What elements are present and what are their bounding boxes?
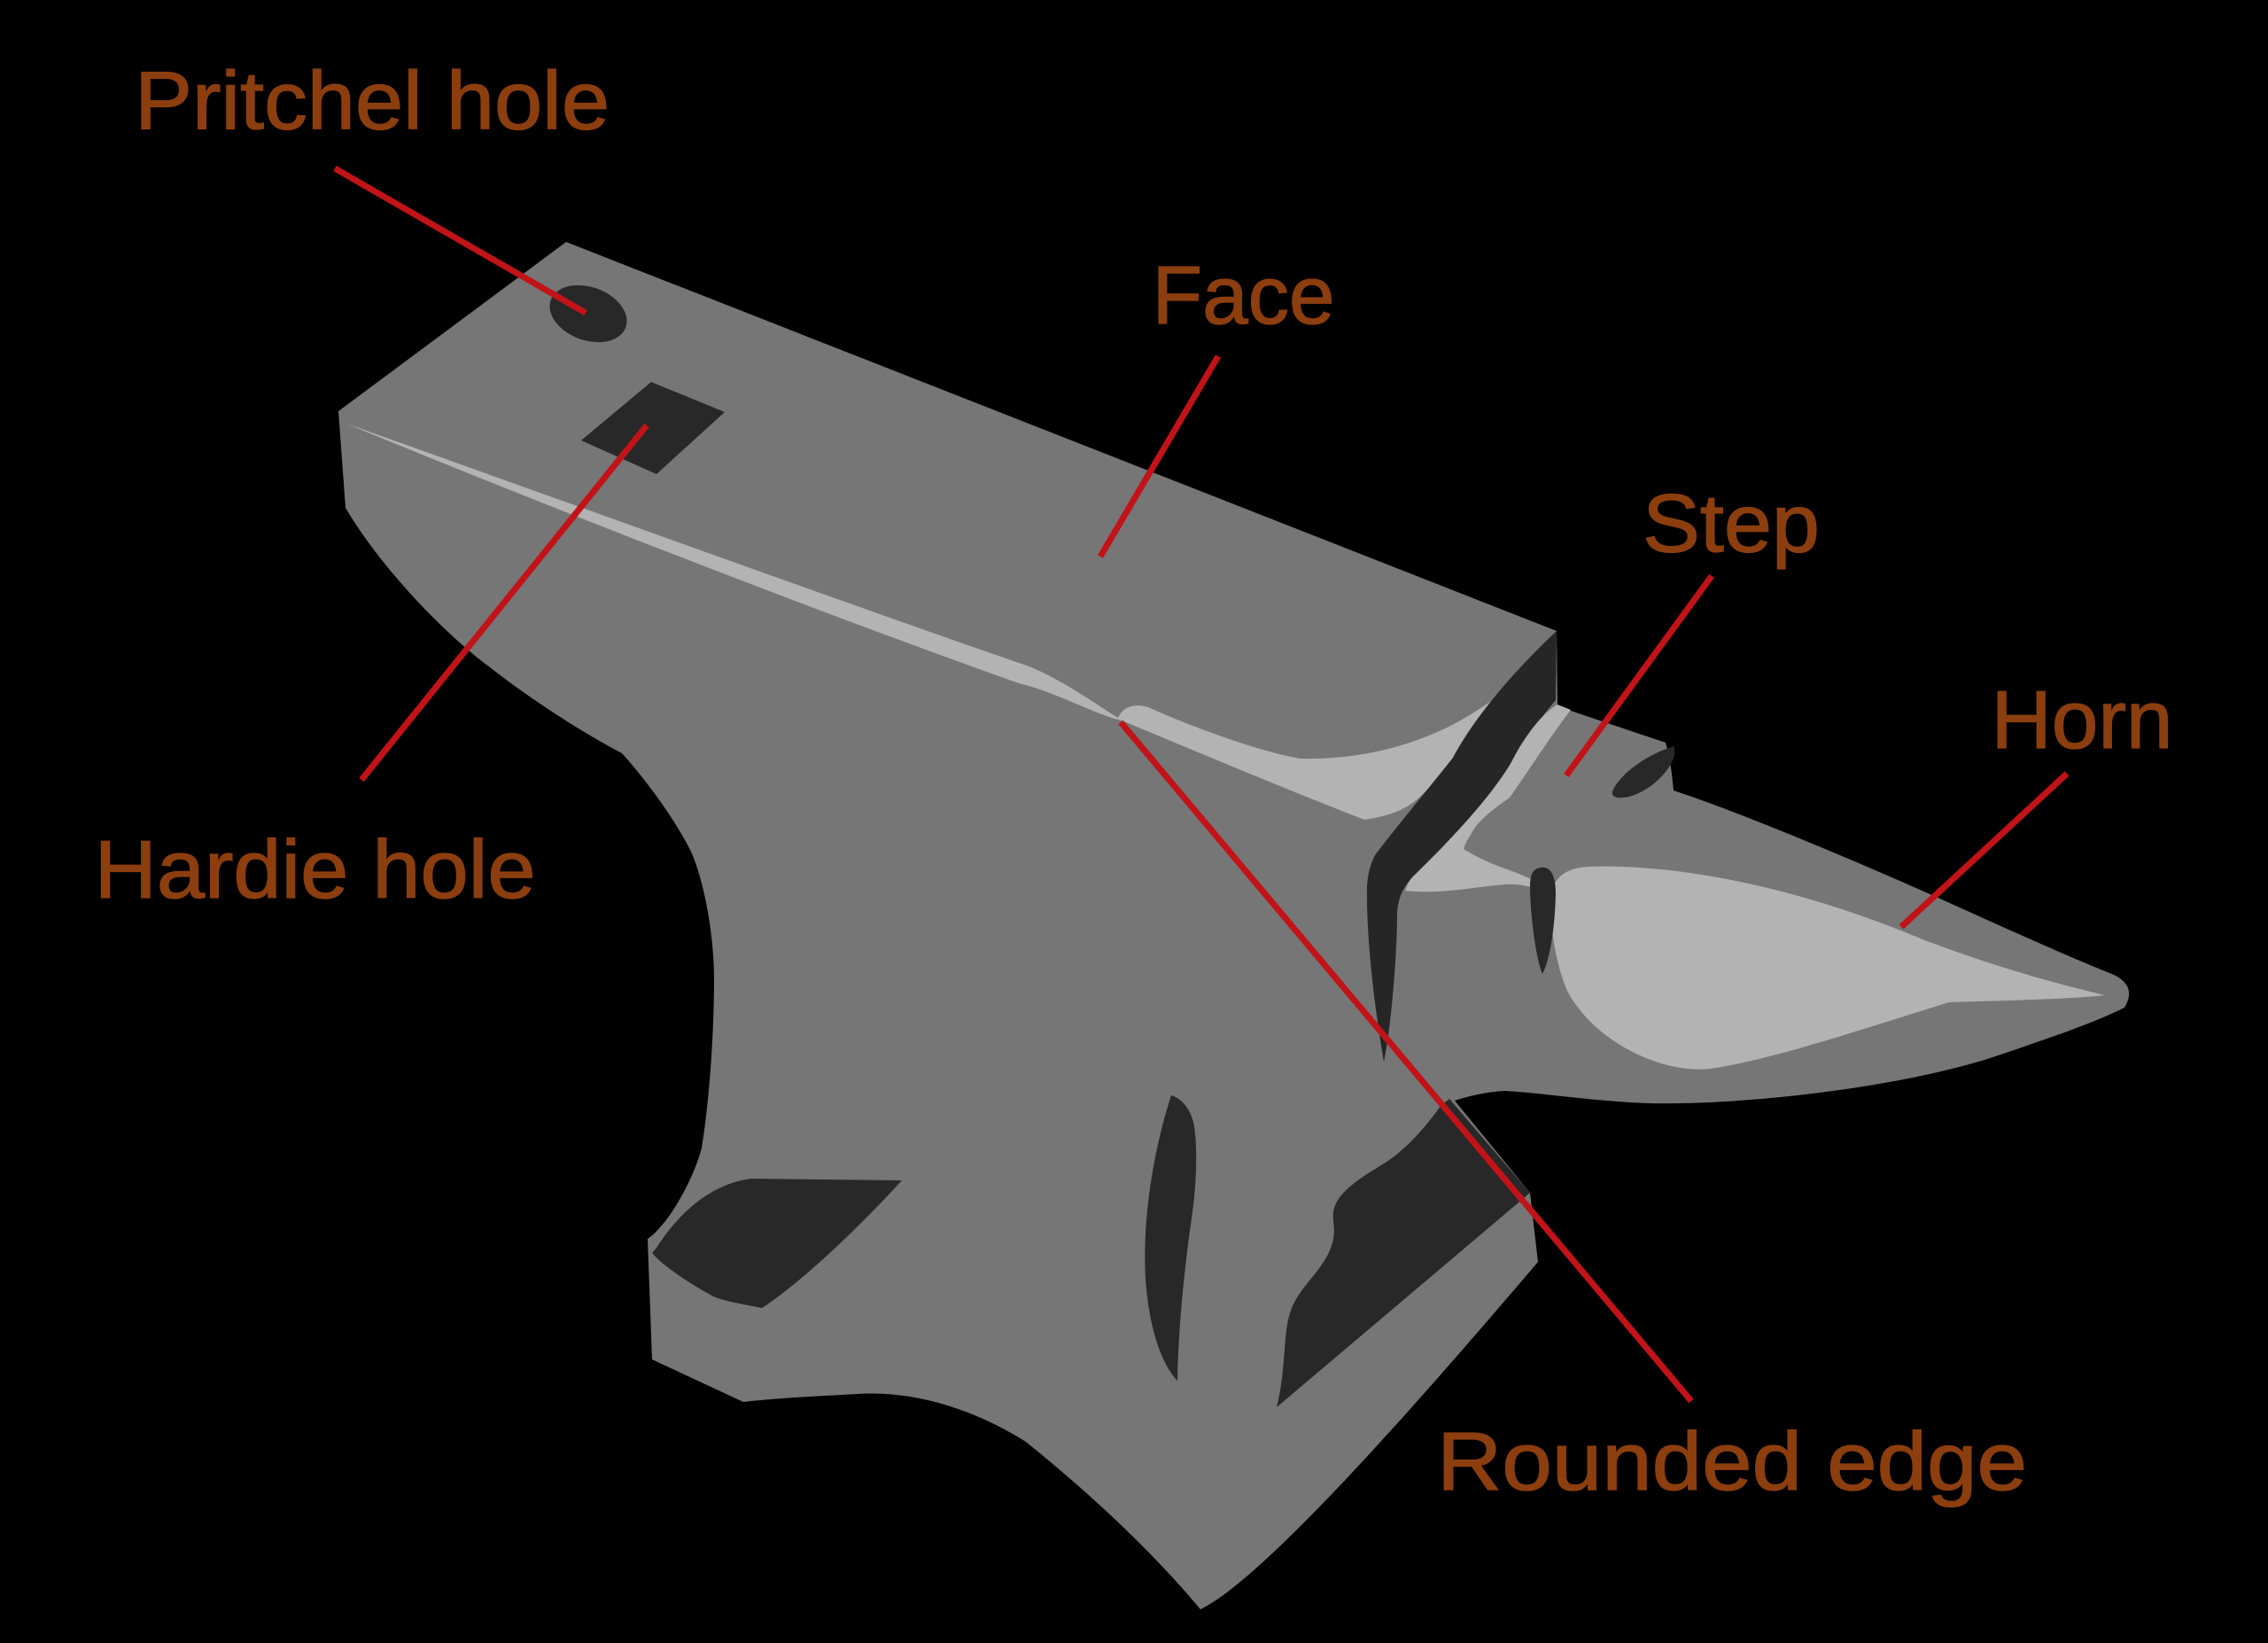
- svg-text:Hardie hole: Hardie hole: [95, 823, 536, 915]
- svg-text:Rounded edge: Rounded edge: [1437, 1415, 2027, 1507]
- svg-text:Horn: Horn: [1992, 674, 2173, 766]
- svg-text:Face: Face: [1153, 249, 1335, 341]
- svg-text:Pritchel hole: Pritchel hole: [135, 54, 610, 146]
- svg-text:Step: Step: [1643, 478, 1820, 570]
